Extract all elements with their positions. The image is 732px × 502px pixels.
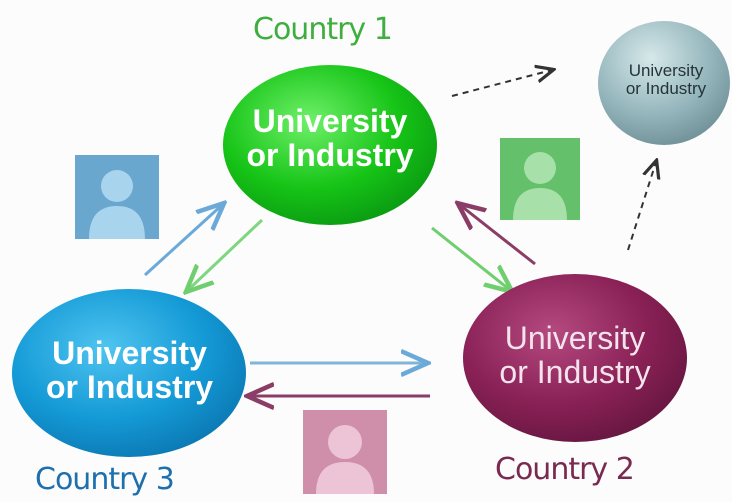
country-3-label: Country 3 — [35, 462, 175, 497]
node-country3-label: University or Industry — [22, 335, 237, 405]
node-country3 — [12, 289, 246, 457]
node-external-line2: or Industry — [625, 78, 707, 98]
node-country2-line1: University — [504, 320, 646, 356]
arrows — [143, 70, 656, 396]
node-country1-line2: or Industry — [246, 136, 414, 173]
node-external-line1: University — [628, 61, 704, 80]
node-country1 — [223, 65, 437, 225]
node-external — [598, 21, 730, 145]
node-country3-line2: or Industry — [45, 368, 214, 405]
person-icon-pink — [303, 410, 387, 494]
person-icon-green — [500, 138, 580, 220]
node-country2 — [463, 274, 687, 442]
node-country2-line2: or Industry — [499, 353, 651, 390]
country-2-label: Country 2 — [495, 452, 635, 487]
arrow-c3-to-c1 — [143, 205, 222, 277]
arrow-c1-to-c2 — [431, 226, 510, 290]
node-country3-line1: University — [52, 335, 207, 371]
node-country1-label: University or Industry — [238, 103, 422, 173]
node-external-label: University or Industry — [602, 62, 730, 98]
arrow-c1-to-c3 — [188, 218, 264, 290]
arrow-c1-to-external — [451, 70, 552, 97]
country-1-label: Country 1 — [253, 12, 393, 47]
arrow-c2-to-c1 — [460, 205, 536, 266]
node-country1-line1: University — [252, 103, 408, 139]
person-icon-blue — [75, 155, 159, 239]
node-country2-label: University or Industry — [470, 320, 680, 390]
arrow-c2-to-external — [627, 162, 656, 251]
